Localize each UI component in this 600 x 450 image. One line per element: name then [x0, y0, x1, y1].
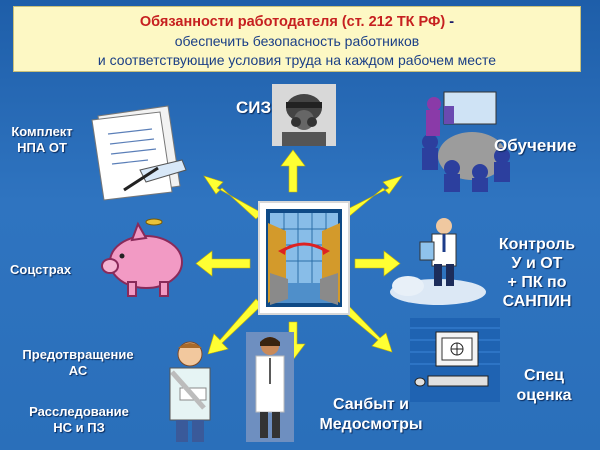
label-investigate: Расследование НС и ПЗ	[29, 404, 129, 435]
injured-worker-icon	[169, 341, 211, 442]
arrow-down-left	[207, 298, 263, 355]
label-training: Обучение	[494, 136, 577, 155]
piggy-bank-icon	[101, 218, 183, 297]
documents-pen-icon	[91, 105, 187, 201]
arrow-left	[195, 250, 251, 277]
label-siz: СИЗ	[236, 98, 272, 117]
arrow-up-right	[339, 175, 403, 220]
center-image	[258, 201, 350, 315]
arrow-up-left	[203, 175, 263, 220]
title-dash: -	[449, 14, 455, 30]
title-line-3: и соответствующие условия труда на каждо…	[97, 52, 497, 68]
label-sanbyt: Санбыт и Медосмотры	[319, 396, 423, 433]
label-prevent: Предотвращение АС	[22, 347, 134, 378]
inspector-clipboard-icon	[390, 218, 486, 305]
label-npa: Комплект НПА ОТ	[11, 124, 73, 155]
center-doors-icon	[266, 209, 342, 307]
computer-workstation-icon	[410, 318, 500, 402]
arrow-up	[280, 149, 306, 193]
arrow-right	[354, 250, 401, 277]
doctor-icon	[246, 332, 294, 442]
title-line-2: обеспечить безопасность работников	[174, 33, 420, 49]
classroom-icon	[422, 91, 510, 192]
title-box: Обязанности работодателя (ст. 212 ТК РФ)…	[13, 6, 581, 72]
gas-mask-worker-icon	[272, 84, 336, 146]
label-socstrakh: Соцстрах	[10, 262, 72, 277]
label-control: Контроль У и ОТ + ПК по САНПИН	[498, 236, 576, 310]
label-spec: Спец оценка	[516, 367, 572, 404]
title-main: Обязанности работодателя (ст. 212 ТК РФ)	[139, 14, 446, 30]
